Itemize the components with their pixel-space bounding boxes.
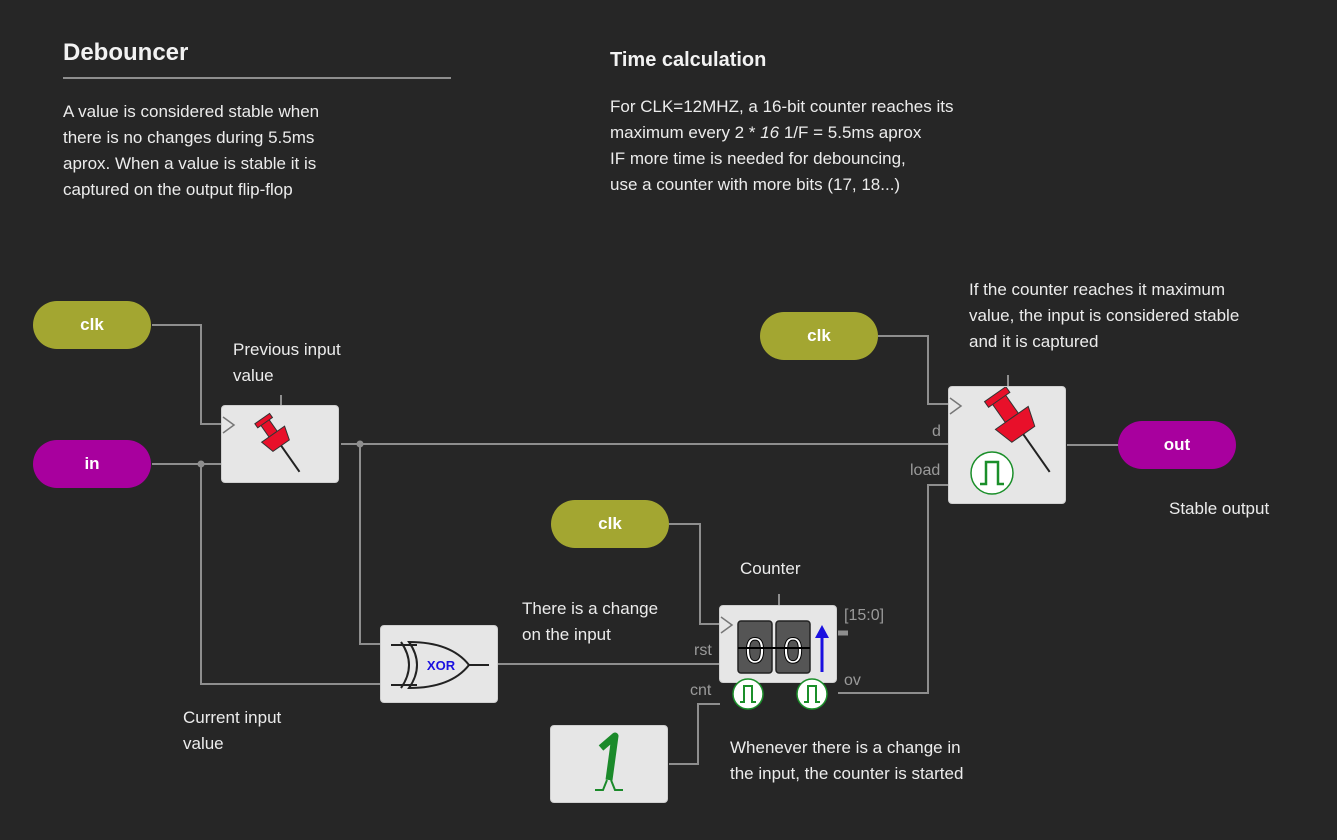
clock-edge-icon <box>222 416 236 434</box>
curr-input-label-1: Current input <box>183 708 282 727</box>
xor-gate-graphic: XOR <box>391 640 489 690</box>
out-output[interactable]: out <box>1118 421 1236 469</box>
constant-one-graphic <box>595 732 623 791</box>
description-line-3: aprox. When a value is stable it is <box>63 154 317 173</box>
stable-note-3: and it is captured <box>969 332 1099 351</box>
time-calc-title: Time calculation <box>610 49 767 71</box>
flip-flop-previous[interactable] <box>221 405 339 483</box>
pulse-icon <box>732 678 764 710</box>
junction-in <box>197 460 205 468</box>
pulse-icon <box>970 451 1014 495</box>
time-calc-line-4: use a counter with more bits (17, 18...) <box>610 175 901 194</box>
counter-block[interactable]: 0 0 <box>719 605 837 710</box>
counter-digit-2: 0 <box>783 630 803 671</box>
wire-ff1-to-xor <box>359 444 382 645</box>
time-calc-line-2-pre: maximum every 2 * <box>610 123 761 142</box>
pulse-icon <box>796 678 828 710</box>
change-label-2: on the input <box>522 625 611 644</box>
time-calc-line-2: maximum every 2 * 16 1/F = 5.5ms aprox <box>610 120 921 146</box>
time-calc-line-3: IF more time is needed for debouncing, <box>610 149 906 168</box>
debouncer-title: Debouncer <box>63 39 189 66</box>
port-rst-label: rst <box>694 642 712 659</box>
description-line-2: there is no changes during 5.5ms <box>63 128 315 147</box>
port-bus-label: [15:0] <box>844 607 885 624</box>
in-input[interactable]: in <box>33 440 151 488</box>
wire-in-to-xor <box>200 464 382 685</box>
prev-input-label-1: Previous input <box>233 340 341 359</box>
xor-gate[interactable]: XOR <box>380 625 498 703</box>
time-calc-exponent: 16 <box>760 123 780 142</box>
description-line-4: captured on the output flip-flop <box>63 180 293 199</box>
pushpin-icon <box>254 412 301 473</box>
stable-output-label: Stable output <box>1169 499 1270 518</box>
description-line-1: A value is considered stable when <box>63 102 320 121</box>
wire-clk-to-counter <box>669 523 720 625</box>
counter-label: Counter <box>740 559 801 578</box>
junction-ff1-out <box>356 440 364 448</box>
port-d-label: d <box>932 423 941 440</box>
clock-edge-icon <box>949 397 963 415</box>
constant-one-block[interactable] <box>550 725 668 803</box>
time-calc-line-1: For CLK=12MHZ, a 16-bit counter reaches … <box>610 97 954 116</box>
prev-input-label-2: value <box>233 366 274 385</box>
clock-edge-icon <box>720 616 734 634</box>
counter-graphic: 0 0 <box>720 616 829 710</box>
flip-flop-output[interactable] <box>948 386 1066 504</box>
flip-flop-2-graphic <box>949 387 1051 495</box>
flip-flop-1-graphic <box>222 412 301 473</box>
clk-input-3[interactable]: clk <box>760 312 878 360</box>
title-divider <box>63 77 451 79</box>
port-load-label: load <box>910 462 941 479</box>
port-ov-label: ov <box>844 672 861 689</box>
curr-input-label-2: value <box>183 734 224 753</box>
clk-input-2[interactable]: clk <box>551 500 669 548</box>
counter-note-2: the input, the counter is started <box>730 764 964 783</box>
wire-clk-to-ff2 <box>878 335 949 405</box>
clk-input-1[interactable]: clk <box>33 301 151 349</box>
stable-note-1: If the counter reaches it maximum <box>969 280 1226 299</box>
stable-note-2: value, the input is considered stable <box>969 306 1240 325</box>
wire-const-to-cnt <box>669 703 720 765</box>
counter-note-1: Whenever there is a change in <box>730 738 961 757</box>
wire-clk-to-ff1 <box>152 324 222 425</box>
xor-label: XOR <box>427 658 456 673</box>
pushpin-icon <box>983 387 1051 473</box>
counter-digit-1: 0 <box>745 630 765 671</box>
walking-one-icon <box>595 732 623 791</box>
port-cnt-label: cnt <box>690 682 712 699</box>
change-label-1: There is a change <box>522 599 659 618</box>
wire-ov-to-load <box>838 484 949 694</box>
time-calc-line-2-post: 1/F = 5.5ms aprox <box>779 123 922 142</box>
